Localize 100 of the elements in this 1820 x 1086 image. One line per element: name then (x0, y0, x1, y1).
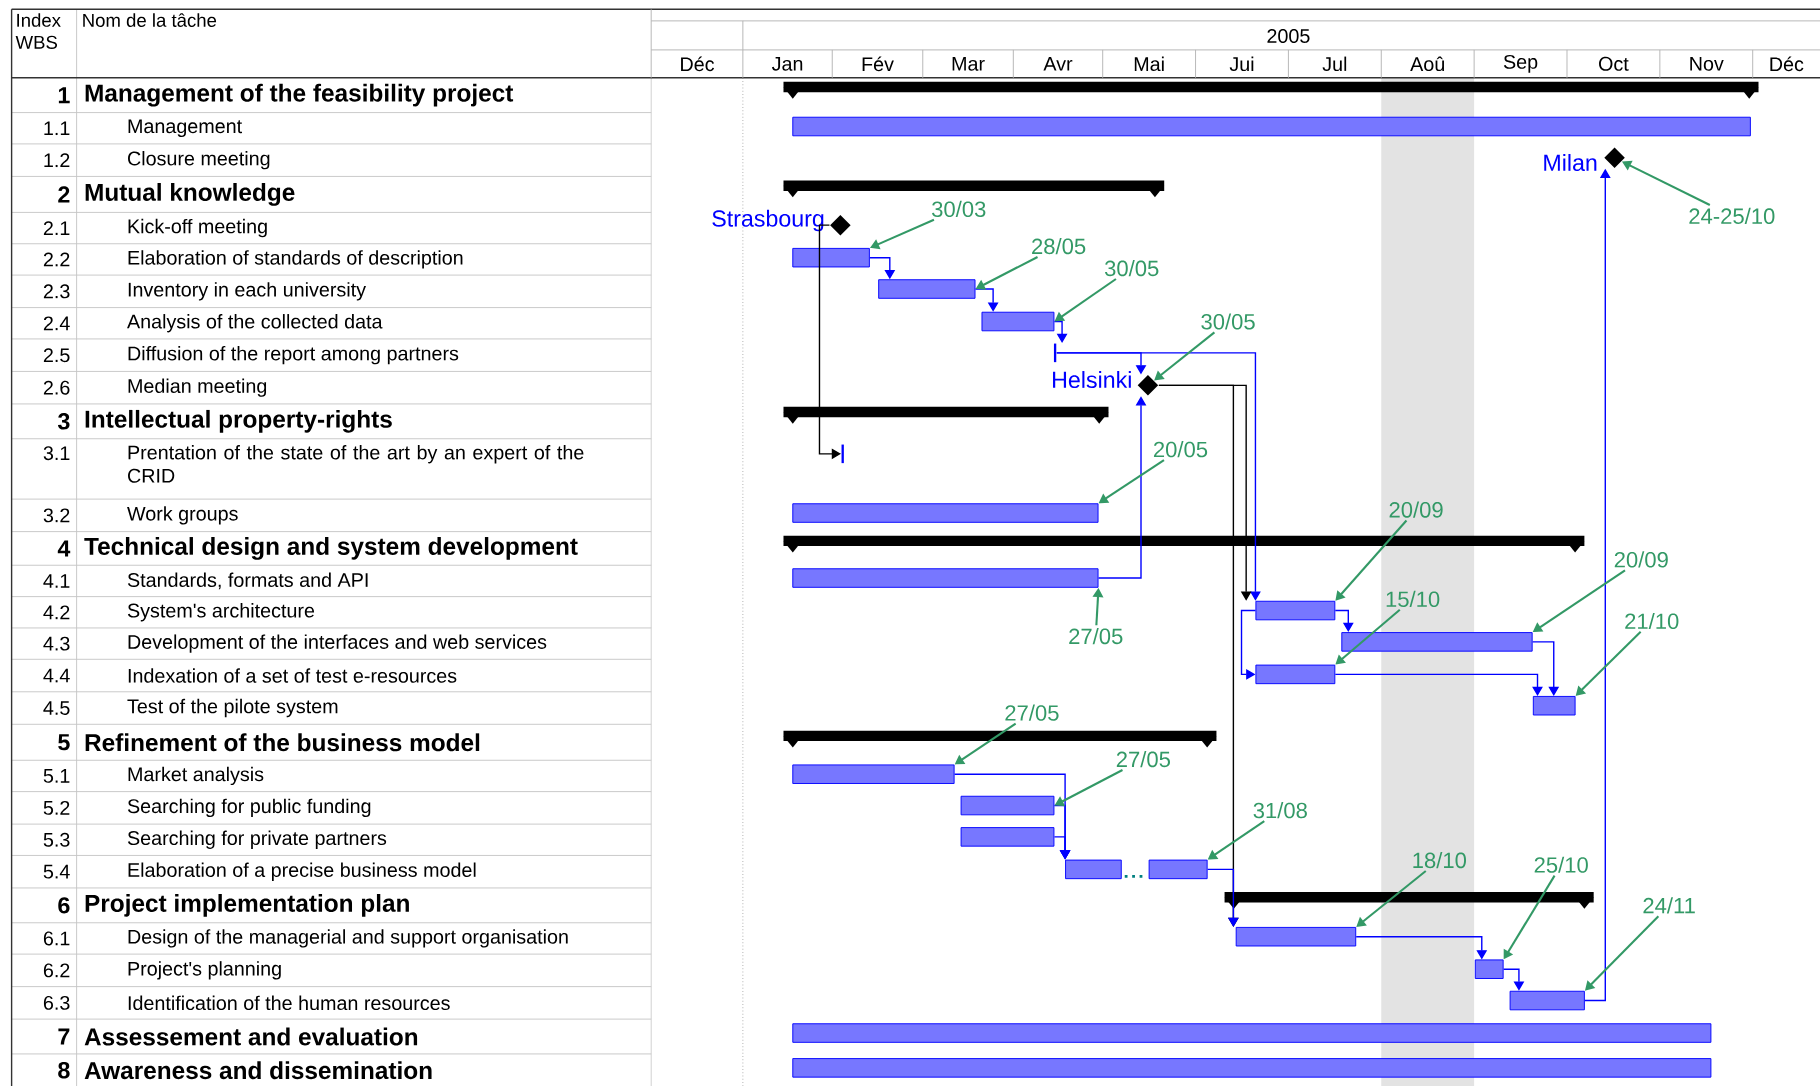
task-bar (1474, 959, 1504, 979)
dependency-arrow (1206, 868, 1239, 927)
summary-bar (1224, 891, 1594, 909)
month-header: Jui (1229, 56, 1254, 71)
wbs-index: 2.2 (43, 252, 70, 267)
month-header: Avr (1043, 56, 1073, 71)
month-header: Fév (862, 56, 894, 71)
wbs-index: 4.3 (43, 636, 70, 651)
task-name: Intellectual property-rights (85, 409, 392, 433)
task-bar (792, 764, 955, 784)
date-label: 20/05 (1153, 440, 1208, 458)
dependency-arrow (1531, 640, 1560, 696)
task-name: Diffusion of the report among partners (128, 345, 459, 365)
date-label: 28/05 (1032, 237, 1086, 254)
task-name: Analysis of the collected data (127, 313, 383, 333)
task-name: Elaboration of a precise business model (128, 862, 476, 881)
date-label: 20/09 (1614, 551, 1668, 568)
task-name: Indexation of a set of test e-resources (128, 668, 457, 683)
wbs-index: 4 (57, 540, 71, 557)
date-label: 27/05 (1069, 627, 1123, 644)
task-bar (960, 826, 1055, 847)
leader-line (1154, 331, 1216, 381)
task-name: Project's planning (128, 960, 281, 980)
column-header: Index WBS (15, 13, 61, 49)
month-header: Oct (1599, 56, 1629, 71)
wbs-index: 3 (58, 412, 70, 430)
place-label: Milan (1544, 153, 1597, 171)
month-header: Jul (1322, 56, 1347, 71)
task-name: Design of the managerial and support organisation (128, 929, 568, 948)
date-label: 25/10 (1534, 856, 1588, 873)
task-name: Closure meeting (128, 150, 270, 170)
wbs-index: 5.3 (43, 832, 70, 847)
wbs-index: 1 (58, 86, 70, 103)
task-name: Refinement of the business model (85, 733, 480, 752)
task-name: Standards, formats and API (127, 572, 368, 590)
task-bar (1341, 631, 1533, 652)
date-label: 30/05 (1201, 313, 1255, 330)
dependency-arrow (1053, 320, 1068, 343)
task-name: Management of the feasibility project (85, 83, 514, 107)
wbs-index: 4.1 (43, 573, 70, 588)
task-name: Prentation of the state of the art by an expert of the CRID (128, 444, 584, 483)
task-name: Identification of the human resources (128, 995, 450, 1010)
date-label: 21/10 (1625, 612, 1679, 629)
task-name: Kick-off meeting (128, 218, 267, 238)
task-marker (1053, 343, 1057, 362)
wbs-index: 6.1 (43, 931, 70, 946)
summary-bar (783, 81, 1759, 99)
wbs-index: 1.2 (44, 153, 70, 167)
month-header: Nov (1690, 56, 1724, 71)
column-header: Nom de la tâche (83, 13, 217, 27)
leader-line (1356, 869, 1427, 927)
task-name: Test of the pilote system (127, 698, 338, 717)
place-label: Strasbourg (712, 209, 824, 232)
task-bar (792, 503, 1099, 523)
date-label: 18/10 (1413, 851, 1466, 868)
date-label: 24/11 (1643, 897, 1695, 914)
task-name: Assessement and evaluation (84, 1027, 418, 1046)
task-name: System's architecture (127, 602, 315, 622)
task-name: Market analysis (128, 766, 264, 785)
summary-bar (783, 180, 1165, 198)
wbs-index: 5.4 (43, 864, 70, 879)
year-header: 2005 (1267, 28, 1310, 43)
month-header: Aoû (1410, 56, 1444, 71)
wbs-index: 4.4 (43, 668, 70, 683)
dependency-arrow (1334, 609, 1354, 632)
month-header: Mar (952, 56, 985, 71)
task-name: Management (128, 119, 242, 137)
date-label: 30/05 (1104, 259, 1159, 276)
date-label: 27/05 (1005, 704, 1059, 721)
task-name: Inventory in each university (128, 281, 366, 301)
leader-line (1335, 608, 1401, 665)
month-header: Sep (1503, 54, 1538, 73)
wbs-index: 5.1 (43, 768, 70, 783)
date-label: 24-25/10 (1689, 207, 1775, 224)
wbs-index: 2 (58, 186, 70, 203)
task-bar (1509, 990, 1585, 1011)
task-name: Elaboration of standards of description (128, 250, 463, 269)
wbs-index: 2.1 (43, 221, 70, 235)
wbs-index: 5.2 (43, 800, 70, 815)
task-bar (792, 247, 870, 268)
wbs-index: 3.2 (43, 508, 70, 523)
task-name: Awareness and dissemination (84, 1061, 432, 1079)
wbs-index: 5 (58, 733, 70, 751)
leader-line (1335, 519, 1408, 601)
wbs-index: 4.5 (43, 700, 70, 715)
split-task-bar (1065, 859, 1208, 879)
task-name: Technical design and system development (84, 536, 578, 560)
date-label: 30/03 (932, 200, 986, 217)
wbs-index: 6 (58, 896, 70, 914)
task-name: Searching for public funding (127, 798, 371, 817)
wbs-index: 2.3 (43, 284, 70, 299)
wbs-index: 2.5 (43, 348, 70, 362)
summary-bar (783, 730, 1217, 748)
summary-bar (783, 406, 1109, 424)
task-bar (1235, 926, 1357, 947)
month-header: Déc (681, 56, 715, 71)
task-bar (1255, 664, 1336, 684)
task-name: Median meeting (128, 378, 267, 397)
task-bar (960, 795, 1055, 816)
task-bar (792, 116, 1751, 137)
